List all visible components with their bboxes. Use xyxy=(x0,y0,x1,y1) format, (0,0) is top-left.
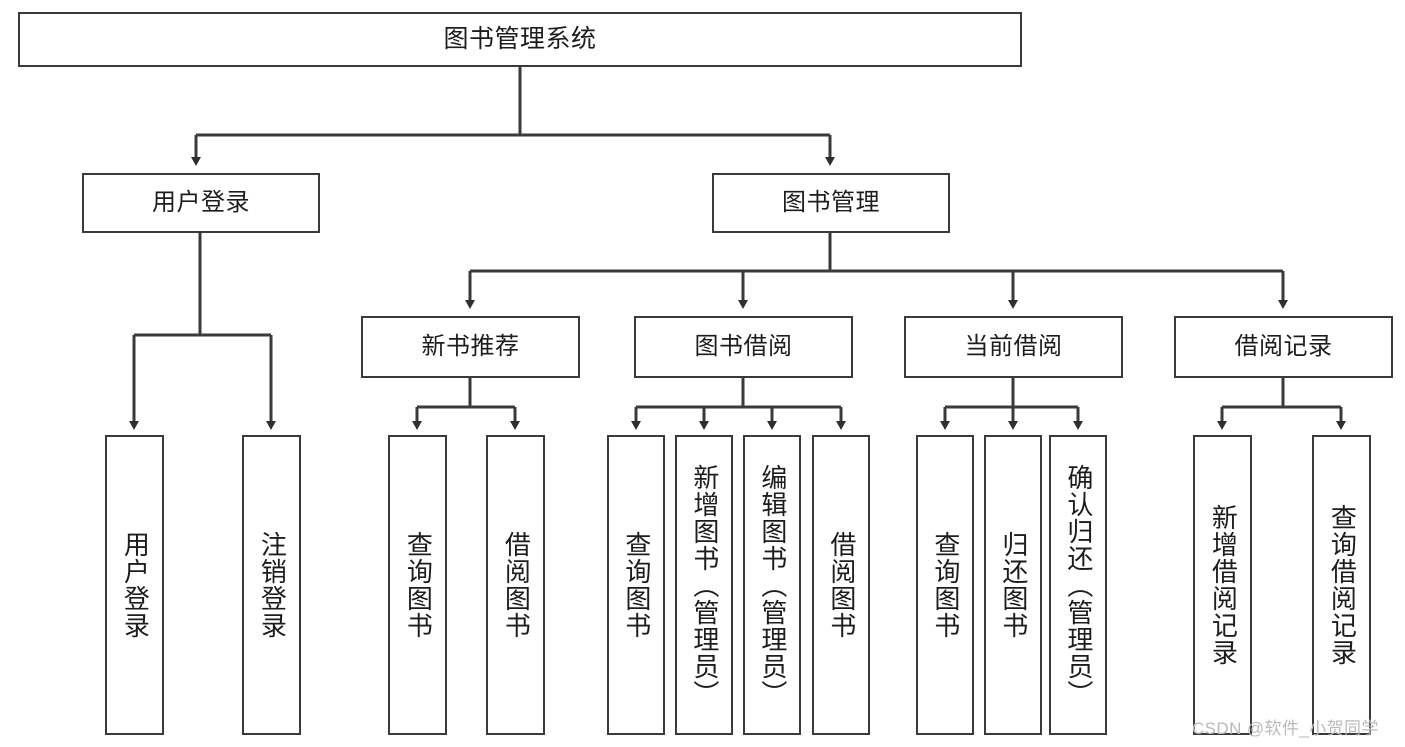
leaf-current-query-book-label: 查询图书 xyxy=(930,531,961,639)
node-root-label: 图书管理系统 xyxy=(443,24,597,53)
node-book-management-label: 图书管理 xyxy=(782,188,880,216)
node-new-book-recommend-label: 新书推荐 xyxy=(421,332,520,360)
leaf-record-add-record-label: 新增借阅记录 xyxy=(1208,504,1239,666)
node-current-borrow[interactable]: 当前借阅 xyxy=(904,316,1123,378)
node-borrow-record-label: 借阅记录 xyxy=(1234,332,1333,360)
node-book-management[interactable]: 图书管理 xyxy=(712,173,950,233)
leaf-recommend-borrow-book-label: 借阅图书 xyxy=(501,531,532,639)
leaf-borrow-borrow-book-label: 借阅图书 xyxy=(826,531,857,639)
leaf-current-confirm-return-label: 确认归还（管理员） xyxy=(1063,463,1094,707)
leaf-record-query-record[interactable]: 查询借阅记录 xyxy=(1312,435,1371,735)
leaf-borrow-edit-book[interactable]: 编辑图书（管理员） xyxy=(743,435,801,735)
leaf-borrow-borrow-book[interactable]: 借阅图书 xyxy=(812,435,870,735)
leaf-record-add-record[interactable]: 新增借阅记录 xyxy=(1193,435,1252,735)
node-current-borrow-label: 当前借阅 xyxy=(964,332,1063,360)
leaf-user-login-label: 用户登录 xyxy=(120,531,151,639)
leaf-borrow-query-book[interactable]: 查询图书 xyxy=(607,435,665,735)
node-book-borrow-label: 图书借阅 xyxy=(694,332,793,360)
leaf-current-confirm-return[interactable]: 确认归还（管理员） xyxy=(1049,435,1107,735)
watermark: CSDN @软件_小贺同学 xyxy=(1192,719,1379,738)
node-borrow-record[interactable]: 借阅记录 xyxy=(1174,316,1393,378)
node-user-login-label: 用户登录 xyxy=(152,188,250,216)
leaf-user-logout-label: 注销登录 xyxy=(257,531,288,639)
leaf-current-return-book-label: 归还图书 xyxy=(998,531,1029,639)
node-root[interactable]: 图书管理系统 xyxy=(18,12,1022,67)
leaf-recommend-query-book[interactable]: 查询图书 xyxy=(388,435,447,735)
node-user-login[interactable]: 用户登录 xyxy=(82,173,320,233)
leaf-current-query-book[interactable]: 查询图书 xyxy=(916,435,974,735)
leaf-user-login[interactable]: 用户登录 xyxy=(105,435,164,735)
leaf-current-return-book[interactable]: 归还图书 xyxy=(984,435,1042,735)
leaf-borrow-edit-book-label: 编辑图书（管理员） xyxy=(757,463,788,707)
leaf-recommend-query-book-label: 查询图书 xyxy=(403,531,434,639)
leaf-borrow-query-book-label: 查询图书 xyxy=(621,531,652,639)
leaf-record-query-record-label: 查询借阅记录 xyxy=(1327,504,1358,666)
leaf-borrow-add-book[interactable]: 新增图书（管理员） xyxy=(675,435,733,735)
node-new-book-recommend[interactable]: 新书推荐 xyxy=(361,316,580,378)
leaf-borrow-add-book-label: 新增图书（管理员） xyxy=(689,463,720,707)
leaf-user-logout[interactable]: 注销登录 xyxy=(242,435,301,735)
leaf-recommend-borrow-book[interactable]: 借阅图书 xyxy=(486,435,545,735)
node-book-borrow[interactable]: 图书借阅 xyxy=(634,316,853,378)
